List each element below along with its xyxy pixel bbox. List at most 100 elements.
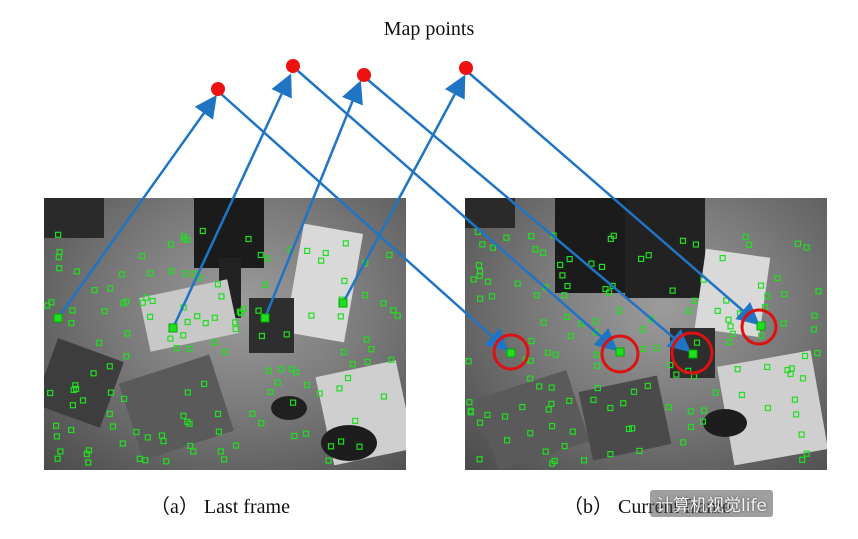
feature-keypoint <box>69 402 76 409</box>
feature-keypoint <box>72 382 79 389</box>
feature-keypoint <box>119 440 126 447</box>
feature-keypoint <box>551 457 558 465</box>
feature-keypoint <box>636 447 643 454</box>
feature-keypoint <box>327 443 335 450</box>
feature-keypoint <box>291 432 298 440</box>
feature-keypoint <box>106 285 114 292</box>
feature-keypoint <box>160 438 167 445</box>
feature-keypoint <box>215 428 222 435</box>
feature-keypoint <box>640 345 647 353</box>
feature-keypoint <box>764 292 771 300</box>
feature-keypoint <box>68 319 75 327</box>
feature-keypoint <box>201 380 208 387</box>
feature-keypoint <box>278 365 285 373</box>
feature-keypoint <box>390 307 397 314</box>
feature-keypoint <box>607 451 614 458</box>
arrow-last-to-point-4 <box>341 74 466 304</box>
current-frame-keypoint-2 <box>615 347 625 357</box>
feature-keypoint <box>566 397 573 404</box>
feature-keypoint <box>607 235 614 243</box>
feature-keypoint <box>337 313 344 320</box>
feature-keypoint <box>548 384 555 391</box>
feature-keypoint <box>380 300 387 307</box>
feature-keypoint <box>173 345 180 352</box>
feature-keypoint <box>218 293 225 300</box>
feature-keypoint <box>149 297 156 305</box>
map-point-4 <box>459 61 473 75</box>
feature-keypoint <box>109 423 117 430</box>
feature-keypoint <box>539 249 547 256</box>
current-frame-features <box>465 228 822 467</box>
feature-keypoint <box>725 316 732 323</box>
feature-keypoint <box>814 350 821 357</box>
diagram-title: Map points <box>383 18 475 40</box>
feature-keypoint <box>533 292 540 299</box>
feature-keypoint <box>232 442 240 449</box>
current-frame-image <box>465 198 827 470</box>
feature-keypoint <box>107 389 115 396</box>
feature-keypoint <box>590 396 597 403</box>
feature-keypoint <box>556 261 564 269</box>
feature-keypoint <box>738 391 746 398</box>
feature-keypoint <box>184 418 191 425</box>
feature-keypoint <box>190 448 197 455</box>
feature-keypoint <box>214 281 221 288</box>
feature-keypoint <box>290 399 297 406</box>
feature-keypoint <box>639 326 646 333</box>
feature-keypoint <box>53 422 60 429</box>
feature-keypoint <box>232 319 239 326</box>
feature-keypoint <box>726 338 733 346</box>
feature-keypoint <box>142 457 149 464</box>
feature-keypoint <box>249 410 256 417</box>
feature-keypoint <box>368 346 375 353</box>
feature-keypoint <box>625 425 632 432</box>
match-circle-4 <box>740 308 778 346</box>
feature-keypoint <box>146 313 154 320</box>
feature-keypoint <box>467 409 474 416</box>
feature-keypoint <box>47 389 54 397</box>
feature-keypoint <box>85 459 92 466</box>
feature-keypoint <box>528 233 535 240</box>
feature-keypoint <box>801 352 809 360</box>
feature-keypoint <box>144 434 151 441</box>
feature-keypoint <box>83 450 90 458</box>
feature-keypoint <box>648 315 655 323</box>
feature-keypoint <box>168 268 175 275</box>
match-circle-1 <box>492 333 530 371</box>
feature-keypoint <box>679 237 687 244</box>
feature-keypoint <box>184 236 191 244</box>
feature-keypoint <box>687 408 694 415</box>
feature-keypoint <box>489 244 496 251</box>
feature-keypoint <box>283 331 290 338</box>
feature-keypoint <box>734 366 741 373</box>
match-circle-2 <box>600 334 640 374</box>
feature-keypoint <box>182 270 189 277</box>
feature-keypoint <box>303 382 311 389</box>
feature-keypoint <box>545 406 552 413</box>
feature-keypoint <box>781 290 788 298</box>
feature-keypoint <box>143 294 150 301</box>
feature-keypoint <box>667 362 674 369</box>
last-frame-keypoint-3 <box>260 313 270 323</box>
feature-keypoint <box>607 404 614 412</box>
feature-keypoint <box>274 379 281 386</box>
feature-keypoint <box>476 419 484 426</box>
feature-keypoint <box>44 302 51 309</box>
feature-keypoint <box>380 393 387 400</box>
feature-keypoint <box>232 325 239 333</box>
feature-keypoint <box>68 426 75 434</box>
feature-keypoint <box>787 370 794 378</box>
feature-keypoint <box>794 240 802 247</box>
feature-keypoint <box>673 371 680 378</box>
feature-keypoint <box>484 411 491 418</box>
map-point-1 <box>211 82 225 96</box>
feature-keypoint <box>73 385 80 392</box>
feature-keypoint <box>566 255 573 263</box>
feature-keypoint <box>693 339 701 346</box>
feature-keypoint <box>532 246 539 253</box>
feature-keypoint <box>780 320 787 327</box>
feature-keypoint <box>163 458 170 465</box>
last-frame-keypoint-1 <box>53 313 63 323</box>
feature-keypoint <box>123 353 130 360</box>
